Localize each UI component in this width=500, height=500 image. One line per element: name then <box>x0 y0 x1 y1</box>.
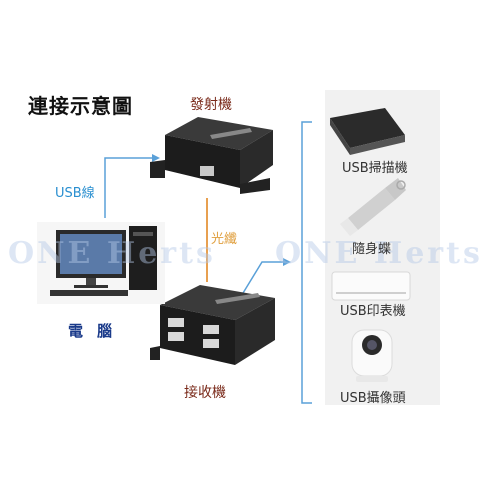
diagram-title: 連接示意圖 <box>28 94 133 118</box>
usb-cable-arrow <box>152 154 160 162</box>
receiver-device <box>150 285 275 365</box>
devices-bracket <box>301 121 312 404</box>
watermark-right: ONE Herts <box>275 236 483 271</box>
webcam-device <box>351 329 393 382</box>
fiber-label: 光纖 <box>211 232 238 247</box>
usb-cable-label: USB線 <box>55 186 95 201</box>
usb-drive-label: 隨身蝶 <box>352 242 392 257</box>
watermark-left: ONE Herts <box>8 236 216 271</box>
computer-label: 電腦 <box>68 322 127 340</box>
usb-drive-device <box>340 178 406 236</box>
usb-cable-line <box>104 157 152 218</box>
webcam-label: USB攝像頭 <box>340 391 406 406</box>
printer-label: USB印表機 <box>340 304 406 319</box>
receiver-link-line <box>239 261 283 299</box>
transmitter-device <box>150 117 273 194</box>
receiver-link-arrow <box>283 258 291 266</box>
receiver-label: 接收機 <box>184 385 226 401</box>
transmitter-label: 發射機 <box>190 97 232 113</box>
printer-device <box>331 271 411 301</box>
scanner-device <box>330 108 405 155</box>
computer-device <box>37 222 165 304</box>
scanner-label: USB掃描機 <box>342 161 408 176</box>
